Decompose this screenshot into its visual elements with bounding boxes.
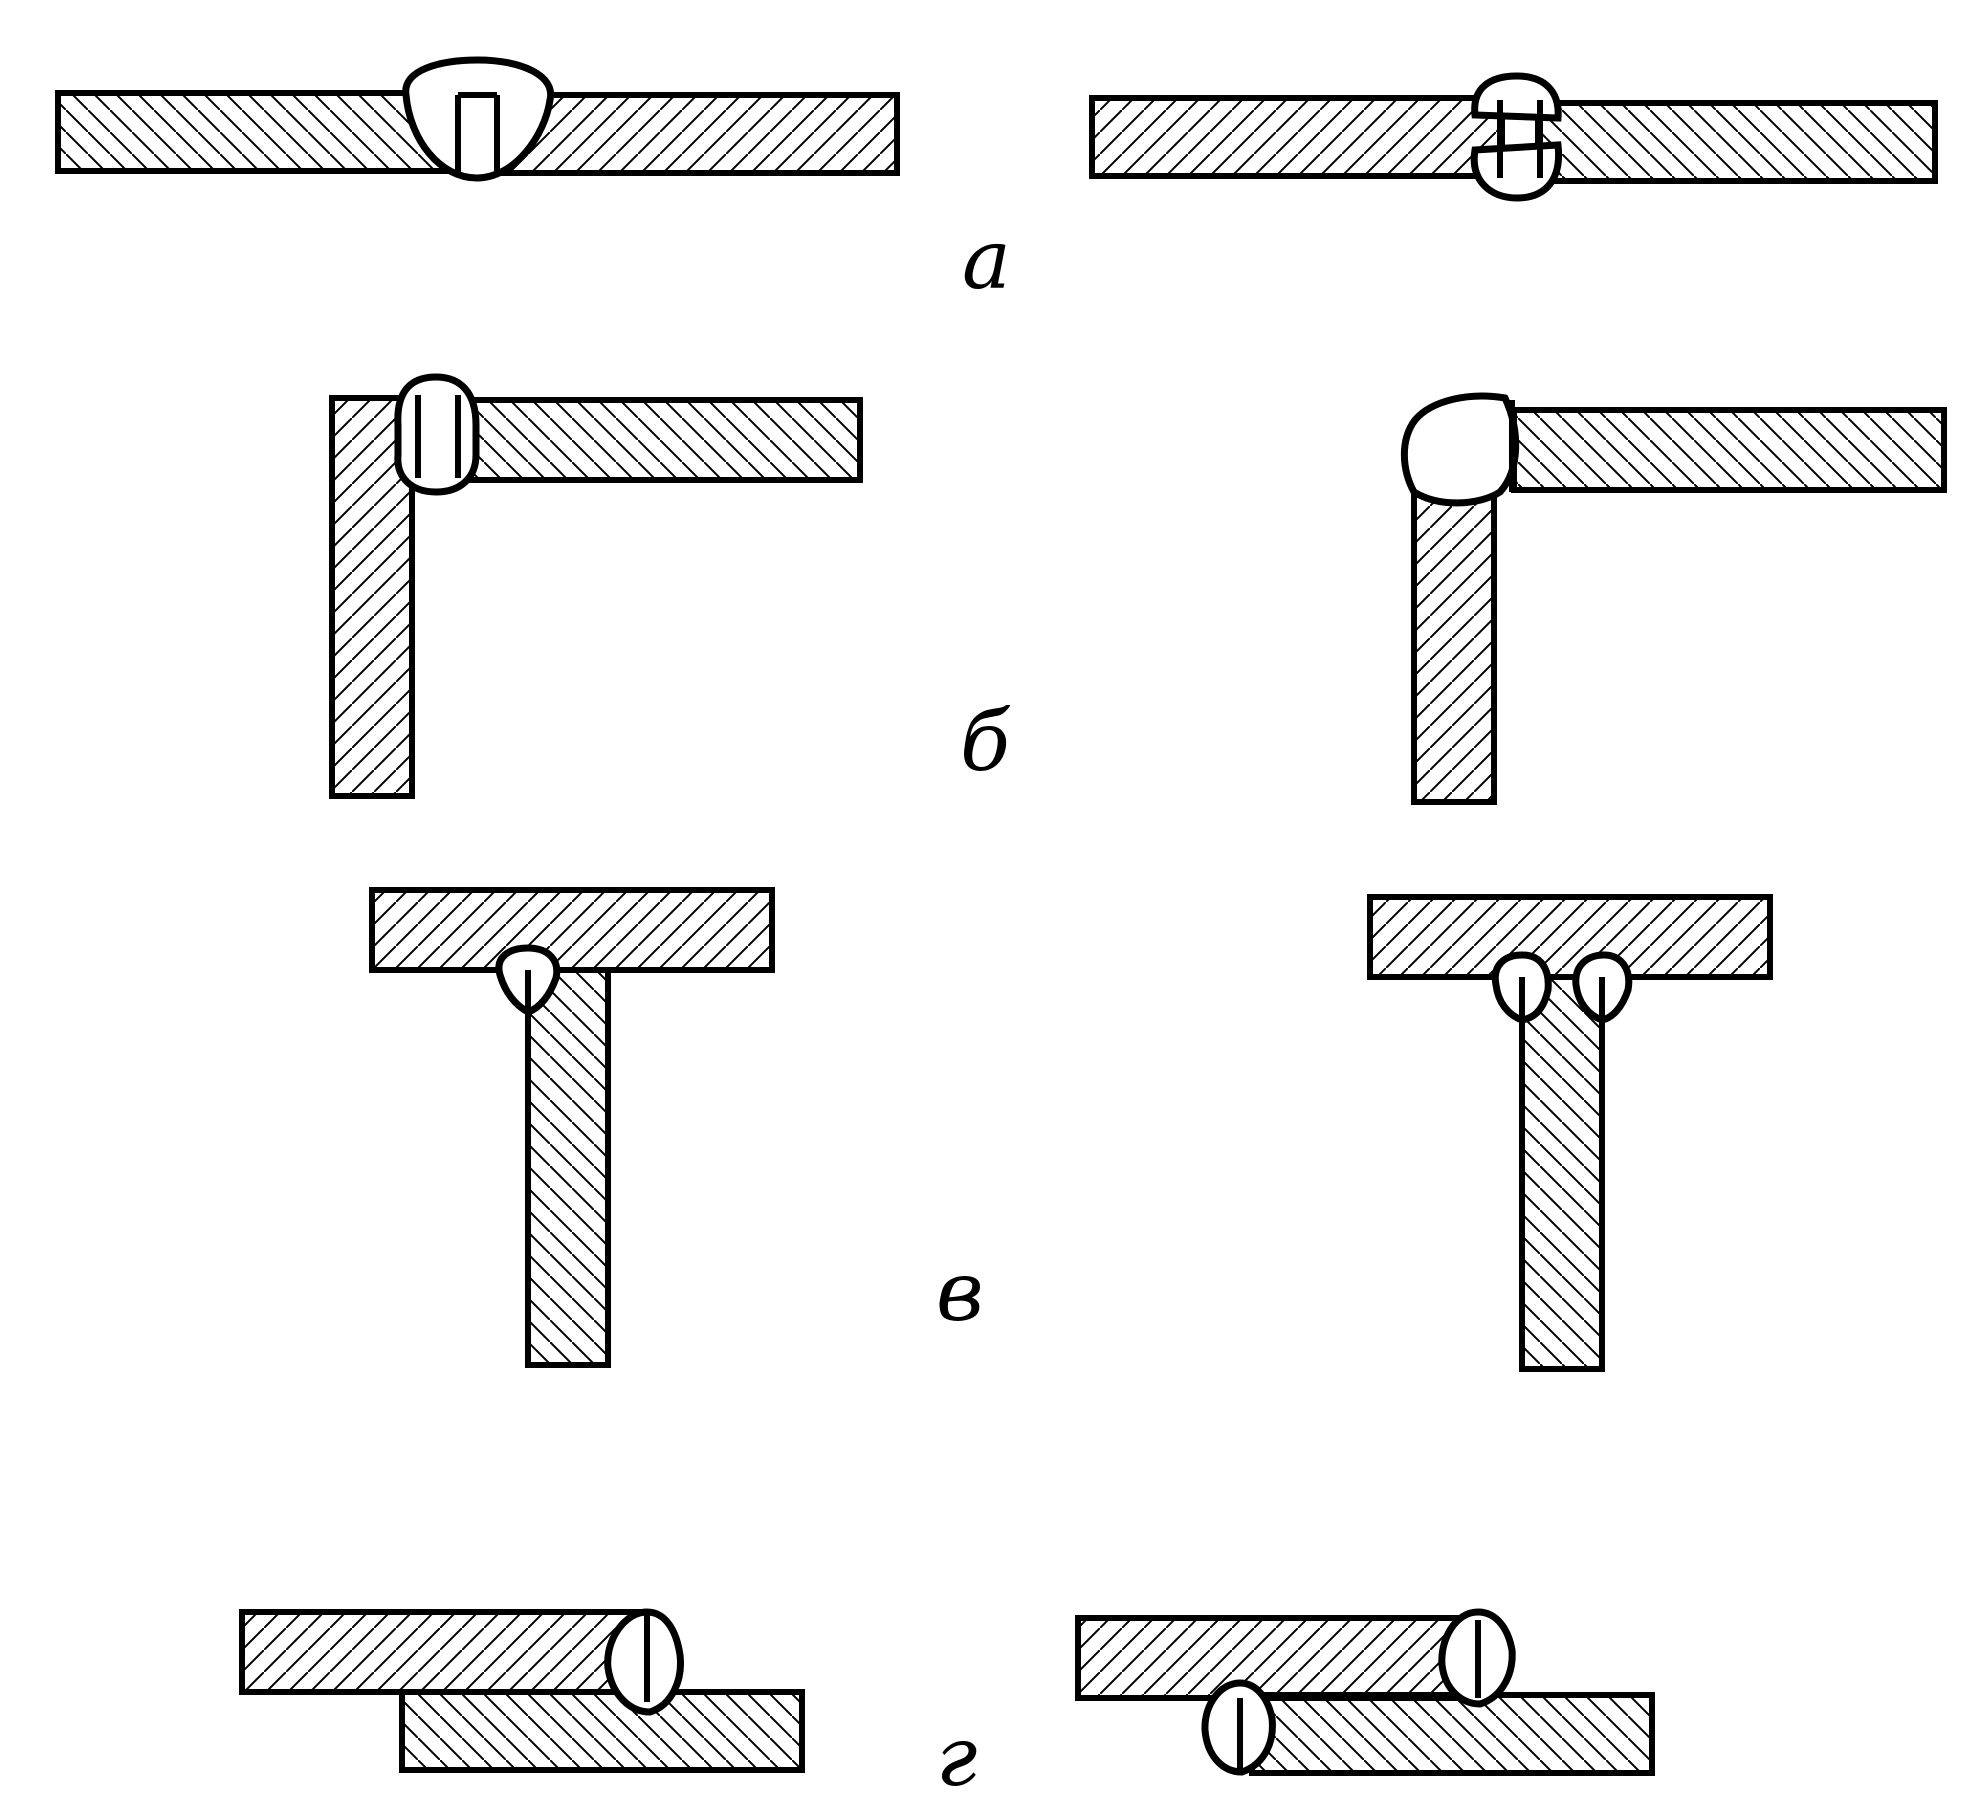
plate-bottom	[399, 1689, 805, 1773]
label-b: б	[960, 695, 1011, 790]
plate-web	[1519, 974, 1605, 1372]
plate-horizontal	[457, 397, 863, 483]
weld-bead-top	[1471, 72, 1562, 122]
corner-joint-outside	[1400, 392, 1947, 805]
plate-flange	[369, 887, 775, 973]
weld-bead	[394, 373, 480, 496]
plate-top	[1075, 1615, 1481, 1701]
plate-flange	[1367, 894, 1773, 980]
plate-left	[1089, 95, 1505, 179]
label-v: в	[936, 1245, 984, 1340]
t-joint-double	[1367, 894, 1773, 1372]
corner-joint-single	[329, 373, 863, 799]
label-a: а	[962, 213, 1011, 308]
plate-left	[55, 90, 461, 174]
t-joint-single	[369, 887, 775, 1368]
butt-joint-single-sided	[55, 56, 900, 182]
lap-joint-double	[1075, 1608, 1655, 1776]
lap-joint-single	[239, 1608, 805, 1773]
plate-web	[525, 967, 611, 1368]
label-g: г	[936, 1710, 977, 1800]
plate-vertical	[1411, 489, 1497, 805]
plate-right	[1535, 100, 1938, 184]
plate-horizontal	[1511, 407, 1947, 493]
weld-bead	[1400, 392, 1520, 507]
weld-bead	[402, 56, 555, 182]
weld-bead-bottom	[1470, 141, 1563, 202]
plate-right	[494, 92, 900, 176]
plate-top	[239, 1609, 650, 1695]
butt-joint-double-sided	[1089, 72, 1938, 202]
plate-bottom	[1249, 1692, 1655, 1776]
